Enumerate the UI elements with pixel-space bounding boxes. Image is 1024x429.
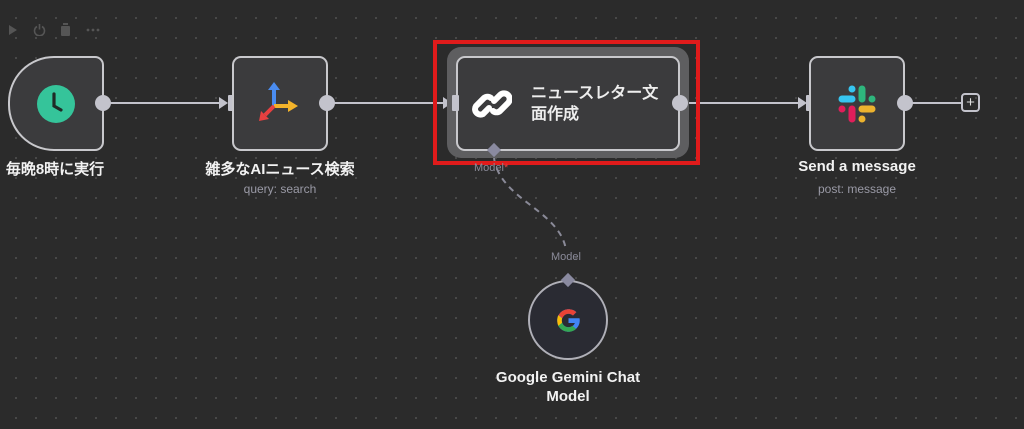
selection-highlight	[433, 40, 700, 165]
clock-icon	[37, 85, 75, 123]
connection-trigger-search[interactable]	[110, 102, 222, 104]
input-handle[interactable]	[228, 95, 235, 111]
play-icon[interactable]	[8, 24, 18, 36]
trash-icon[interactable]	[60, 23, 71, 36]
output-handle[interactable]	[319, 95, 335, 111]
chain-link-icon	[472, 90, 512, 118]
gemini-node[interactable]	[528, 280, 608, 360]
search-node[interactable]	[232, 56, 328, 151]
google-icon	[557, 309, 580, 332]
model-port-text: Model	[474, 162, 504, 174]
model-port-label: Model*	[474, 162, 508, 174]
node-toolbar	[6, 22, 106, 40]
arrows-icon	[259, 82, 298, 121]
connection-slack-add[interactable]	[910, 102, 962, 104]
output-handle[interactable]	[897, 95, 913, 111]
gemini-label: Google Gemini Chat Model	[495, 369, 641, 405]
trigger-node[interactable]	[8, 56, 104, 151]
power-icon[interactable]	[33, 23, 46, 36]
add-node-button[interactable]: +	[961, 93, 980, 112]
connection-search-agent[interactable]	[334, 102, 446, 104]
output-handle[interactable]	[672, 95, 688, 111]
agent-label: ニュースレター文面作成	[531, 85, 659, 123]
search-subtitle: query: search	[243, 182, 317, 196]
required-marker: *	[503, 162, 509, 174]
slack-node[interactable]	[809, 56, 905, 151]
slack-icon	[838, 85, 876, 123]
search-label: 雑多なAIニュース検索	[205, 161, 355, 178]
gemini-port-label: Model	[551, 251, 581, 263]
slack-subtitle: post: message	[817, 182, 897, 196]
slack-label: Send a message	[798, 158, 916, 175]
trigger-label: 毎晩8時に実行	[5, 161, 105, 178]
more-icon[interactable]	[86, 28, 100, 32]
connection-agent-slack[interactable]	[686, 102, 801, 104]
arrow-icon	[798, 97, 807, 109]
arrow-icon	[219, 97, 228, 109]
input-handle[interactable]	[452, 95, 459, 111]
output-handle[interactable]	[95, 95, 111, 111]
agent-node[interactable]: ニュースレター文面作成	[456, 56, 680, 151]
